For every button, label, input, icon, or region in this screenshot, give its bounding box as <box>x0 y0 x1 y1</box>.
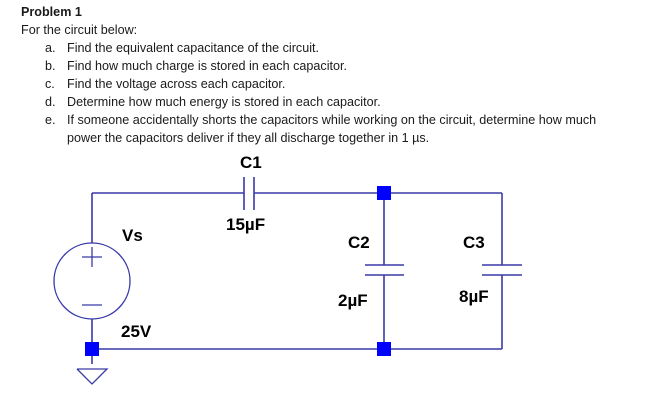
c1-value-label: 15µF <box>226 215 265 234</box>
node-bottom-c2 <box>377 342 391 356</box>
task-text: If someone accidentally shorts the capac… <box>67 113 597 127</box>
c3-value-label: 8µF <box>459 287 489 306</box>
problem-text: Problem 1 For the circuit below: a. Find… <box>21 3 596 147</box>
problem-title: Problem 1 <box>21 5 82 19</box>
task-item-d: d. Determine how much energy is stored i… <box>21 93 596 111</box>
task-letter: d. <box>45 95 56 109</box>
task-item-b: b. Find how much charge is stored in eac… <box>21 57 596 75</box>
node-ground <box>85 342 99 356</box>
task-text: Determine how much energy is stored in e… <box>67 95 381 109</box>
task-letter: e. <box>45 113 56 127</box>
capacitor-c2 <box>365 264 404 276</box>
capacitor-c3 <box>482 264 522 276</box>
task-text: Find the voltage across each capacitor. <box>67 77 286 91</box>
ground-triangle <box>76 368 109 385</box>
c2-name-label: C2 <box>348 233 370 252</box>
problem-intro: For the circuit below: <box>21 23 138 37</box>
c3-name-label: C3 <box>463 233 485 252</box>
task-list: a. Find the equivalent capacitance of th… <box>21 39 596 147</box>
task-letter: a. <box>45 41 56 55</box>
task-letter: b. <box>45 59 56 73</box>
c2-value-label: 2µF <box>338 291 368 310</box>
ground-icon <box>76 368 109 385</box>
voltage-source-circle <box>53 242 131 320</box>
source-name-label: Vs <box>122 226 143 245</box>
c1-name-label: C1 <box>240 153 262 172</box>
wires <box>91 192 503 364</box>
capacitor-c1 <box>243 177 255 210</box>
task-text-continuation: power the capacitors deliver if they all… <box>67 131 430 145</box>
task-text: Find how much charge is stored in each c… <box>67 59 348 73</box>
task-item-c: c. Find the voltage across each capacito… <box>21 75 596 93</box>
task-text: Find the equivalent capacitance of the c… <box>67 41 320 55</box>
voltage-source-vs <box>53 242 131 320</box>
task-letter: c. <box>45 77 55 91</box>
task-item-a: a. Find the equivalent capacitance of th… <box>21 39 596 57</box>
task-item-e: e. If someone accidentally shorts the ca… <box>21 111 596 147</box>
node-top-c2 <box>377 186 391 200</box>
source-value-label: 25V <box>121 322 152 341</box>
junction-nodes <box>85 186 391 356</box>
